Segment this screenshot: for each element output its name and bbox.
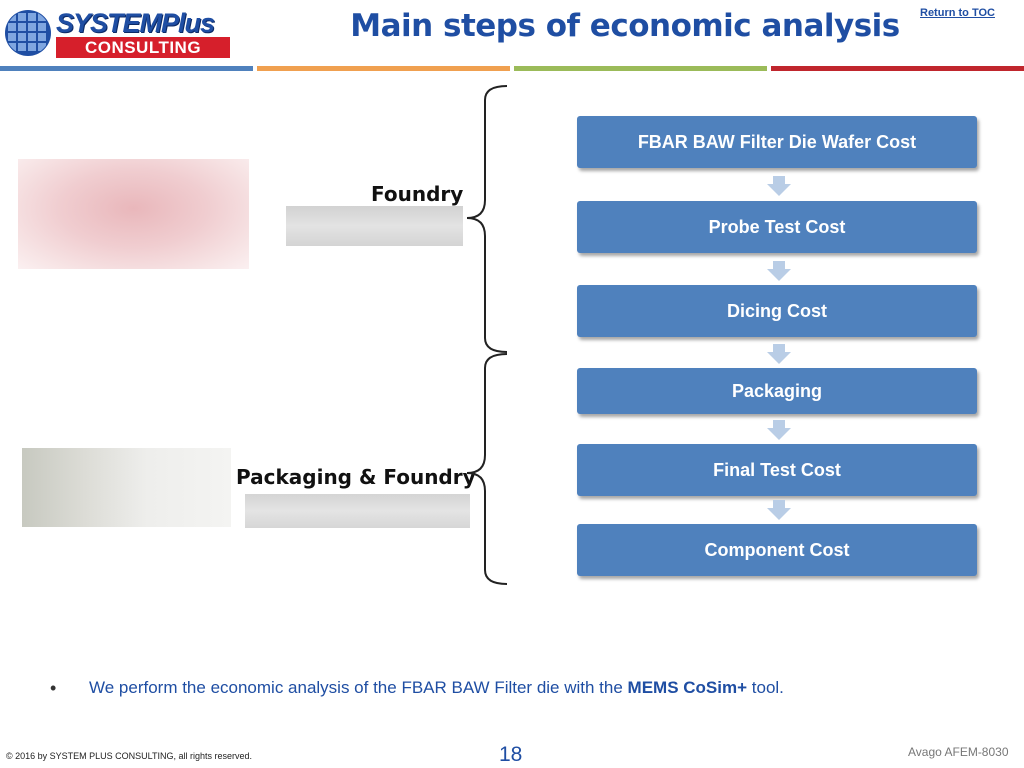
company-logo: SYSTEMPlus CONSULTING (4, 8, 230, 58)
step-die-wafer-cost: FBAR BAW Filter Die Wafer Cost (577, 116, 977, 168)
header-stripe-orange (257, 66, 510, 71)
step-final-test-cost: Final Test Cost (577, 444, 977, 496)
packaging-name-image (245, 494, 470, 528)
step-component-cost: Component Cost (577, 524, 977, 576)
step-dicing-cost: Dicing Cost (577, 285, 977, 337)
foundry-name-image (286, 206, 463, 246)
page-title: Main steps of economic analysis (350, 8, 900, 44)
logo-text-systemplus: SYSTEMPlus (56, 8, 215, 38)
header-stripe-blue (0, 66, 253, 71)
brace-connectors (466, 85, 508, 585)
globe-grid-icon (5, 10, 51, 56)
bullet-text: We perform the economic analysis of the … (89, 678, 784, 698)
step-probe-test-cost: Probe Test Cost (577, 201, 977, 253)
copyright-text: © 2016 by SYSTEM PLUS CONSULTING, all ri… (6, 751, 253, 761)
header-stripe-green (514, 66, 767, 71)
device-reference: Avago AFEM-8030 (908, 745, 1009, 759)
packaging-logo-image (22, 448, 231, 527)
header-stripe-red (771, 66, 1024, 71)
logo-text-consulting: CONSULTING (56, 37, 230, 58)
packaging-foundry-label: Packaging & Foundry (236, 465, 476, 489)
down-arrow-icon (767, 500, 791, 520)
down-arrow-icon (767, 344, 791, 364)
bullet-text-end: tool. (747, 678, 784, 697)
down-arrow-icon (767, 420, 791, 440)
page-number: 18 (499, 743, 523, 766)
bullet-marker: • (50, 678, 57, 698)
bullet-text-start: We perform the economic analysis of the … (89, 678, 628, 697)
foundry-brace (466, 85, 508, 353)
packaging-brace (466, 353, 508, 585)
foundry-label: Foundry (371, 182, 464, 206)
step-packaging: Packaging (577, 368, 977, 414)
foundry-logo-image (18, 159, 249, 269)
down-arrow-icon (767, 261, 791, 281)
bullet-tool-name: MEMS CoSim+ (627, 678, 748, 697)
down-arrow-icon (767, 176, 791, 196)
return-to-toc-link[interactable]: Return to TOC (920, 7, 995, 19)
